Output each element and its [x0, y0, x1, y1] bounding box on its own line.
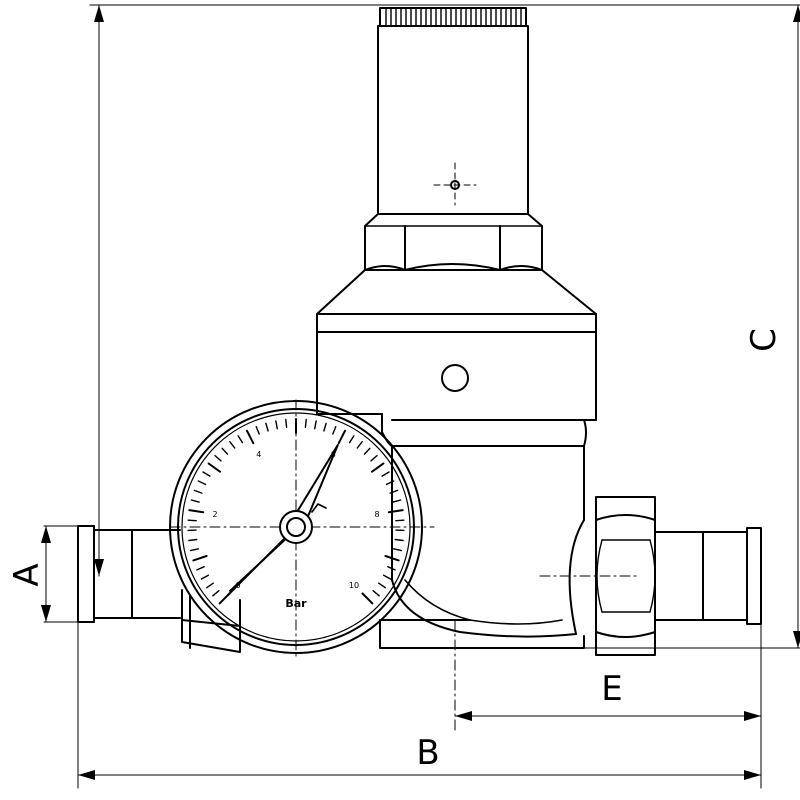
gauge-minor-tick: [193, 489, 203, 494]
gauge-minor-tick: [385, 480, 395, 486]
outlet-union-nut-right: [539, 496, 762, 656]
inlet-connector-left: [77, 525, 241, 653]
gauge-minor-tick: [237, 435, 244, 444]
dimension-label-a: A: [7, 563, 47, 586]
gauge-minor-tick: [255, 425, 260, 435]
gauge-minor-tick: [197, 480, 207, 486]
gauge-scale-label: 0: [235, 581, 240, 590]
gauge-minor-tick: [187, 519, 197, 522]
gauge-minor-tick: [221, 447, 229, 455]
gauge-minor-tick: [304, 418, 307, 429]
gauge-scale-label: 2: [212, 510, 217, 519]
adjustment-cap: [377, 7, 529, 215]
gauge-minor-tick: [370, 454, 378, 462]
gauge-minor-tick: [394, 538, 404, 542]
dimension-lines: [43, 4, 800, 789]
gauge-minor-tick: [285, 418, 288, 429]
gauge-scale-label: 6: [331, 450, 336, 459]
gauge-minor-tick: [196, 566, 205, 571]
gauge-minor-tick: [188, 538, 198, 542]
gauge-hub: [279, 510, 313, 544]
gauge-minor-tick: [395, 519, 405, 522]
gauge-minor-tick: [389, 489, 399, 494]
gauge-major-tick: [387, 509, 404, 514]
gauge-minor-tick: [323, 422, 327, 432]
gauge-major-tick: [188, 509, 205, 514]
gauge-minor-tick: [332, 425, 337, 435]
gauge-minor-tick: [387, 566, 396, 571]
bonnet-hex-nut: [364, 213, 543, 271]
gauge-minor-tick: [356, 441, 363, 449]
gauge-scale-ticks: [187, 418, 405, 605]
gauge-minor-tick: [381, 471, 390, 477]
gauge-major-tick: [361, 592, 374, 605]
gauge-needle-tail: [229, 532, 293, 592]
gauge-major-tick: [371, 462, 385, 473]
gauge-minor-tick: [382, 574, 392, 580]
gauge-minor-tick: [214, 454, 222, 462]
gauge-minor-tick: [212, 590, 220, 597]
gauge-minor-tick: [200, 574, 210, 580]
dimension-label-c: C: [744, 328, 784, 352]
dimension-label-e: E: [601, 669, 622, 709]
gauge-major-tick: [246, 429, 255, 445]
gauge-unit-label: Bar: [285, 597, 307, 610]
gauge-minor-tick: [372, 590, 380, 597]
gauge-minor-tick: [392, 548, 403, 552]
gauge-major-tick: [337, 429, 346, 445]
housing-screw-hole: [441, 364, 469, 392]
pressure-gauge: [169, 399, 435, 657]
gauge-major-tick: [207, 462, 221, 473]
gauge-minor-tick: [190, 499, 200, 503]
gauge-scale-label: 8: [374, 510, 379, 519]
bonnet-cone: [316, 269, 597, 333]
valve-housing: [316, 331, 597, 649]
gauge-major-tick: [192, 555, 208, 562]
gauge-scale-label: 10: [349, 581, 359, 590]
gauge-minor-tick: [229, 441, 236, 449]
gauge-minor-tick: [363, 447, 371, 455]
gauge-minor-tick: [189, 548, 200, 552]
gauge-minor-tick: [275, 420, 278, 430]
gauge-major-tick: [384, 555, 400, 562]
gauge-scale-label: 4: [256, 450, 261, 459]
dimension-label-b: B: [416, 733, 439, 773]
gauge-max-pointer: [311, 503, 327, 513]
gauge-minor-tick: [348, 435, 355, 444]
gauge-minor-tick: [202, 471, 211, 477]
gauge-minor-tick: [205, 582, 215, 589]
gauge-minor-tick: [392, 499, 402, 503]
gauge-minor-tick: [265, 422, 269, 432]
gauge-minor-tick: [314, 420, 317, 430]
gauge-minor-tick: [378, 582, 386, 589]
dimension-arrowheads: [41, 5, 800, 780]
